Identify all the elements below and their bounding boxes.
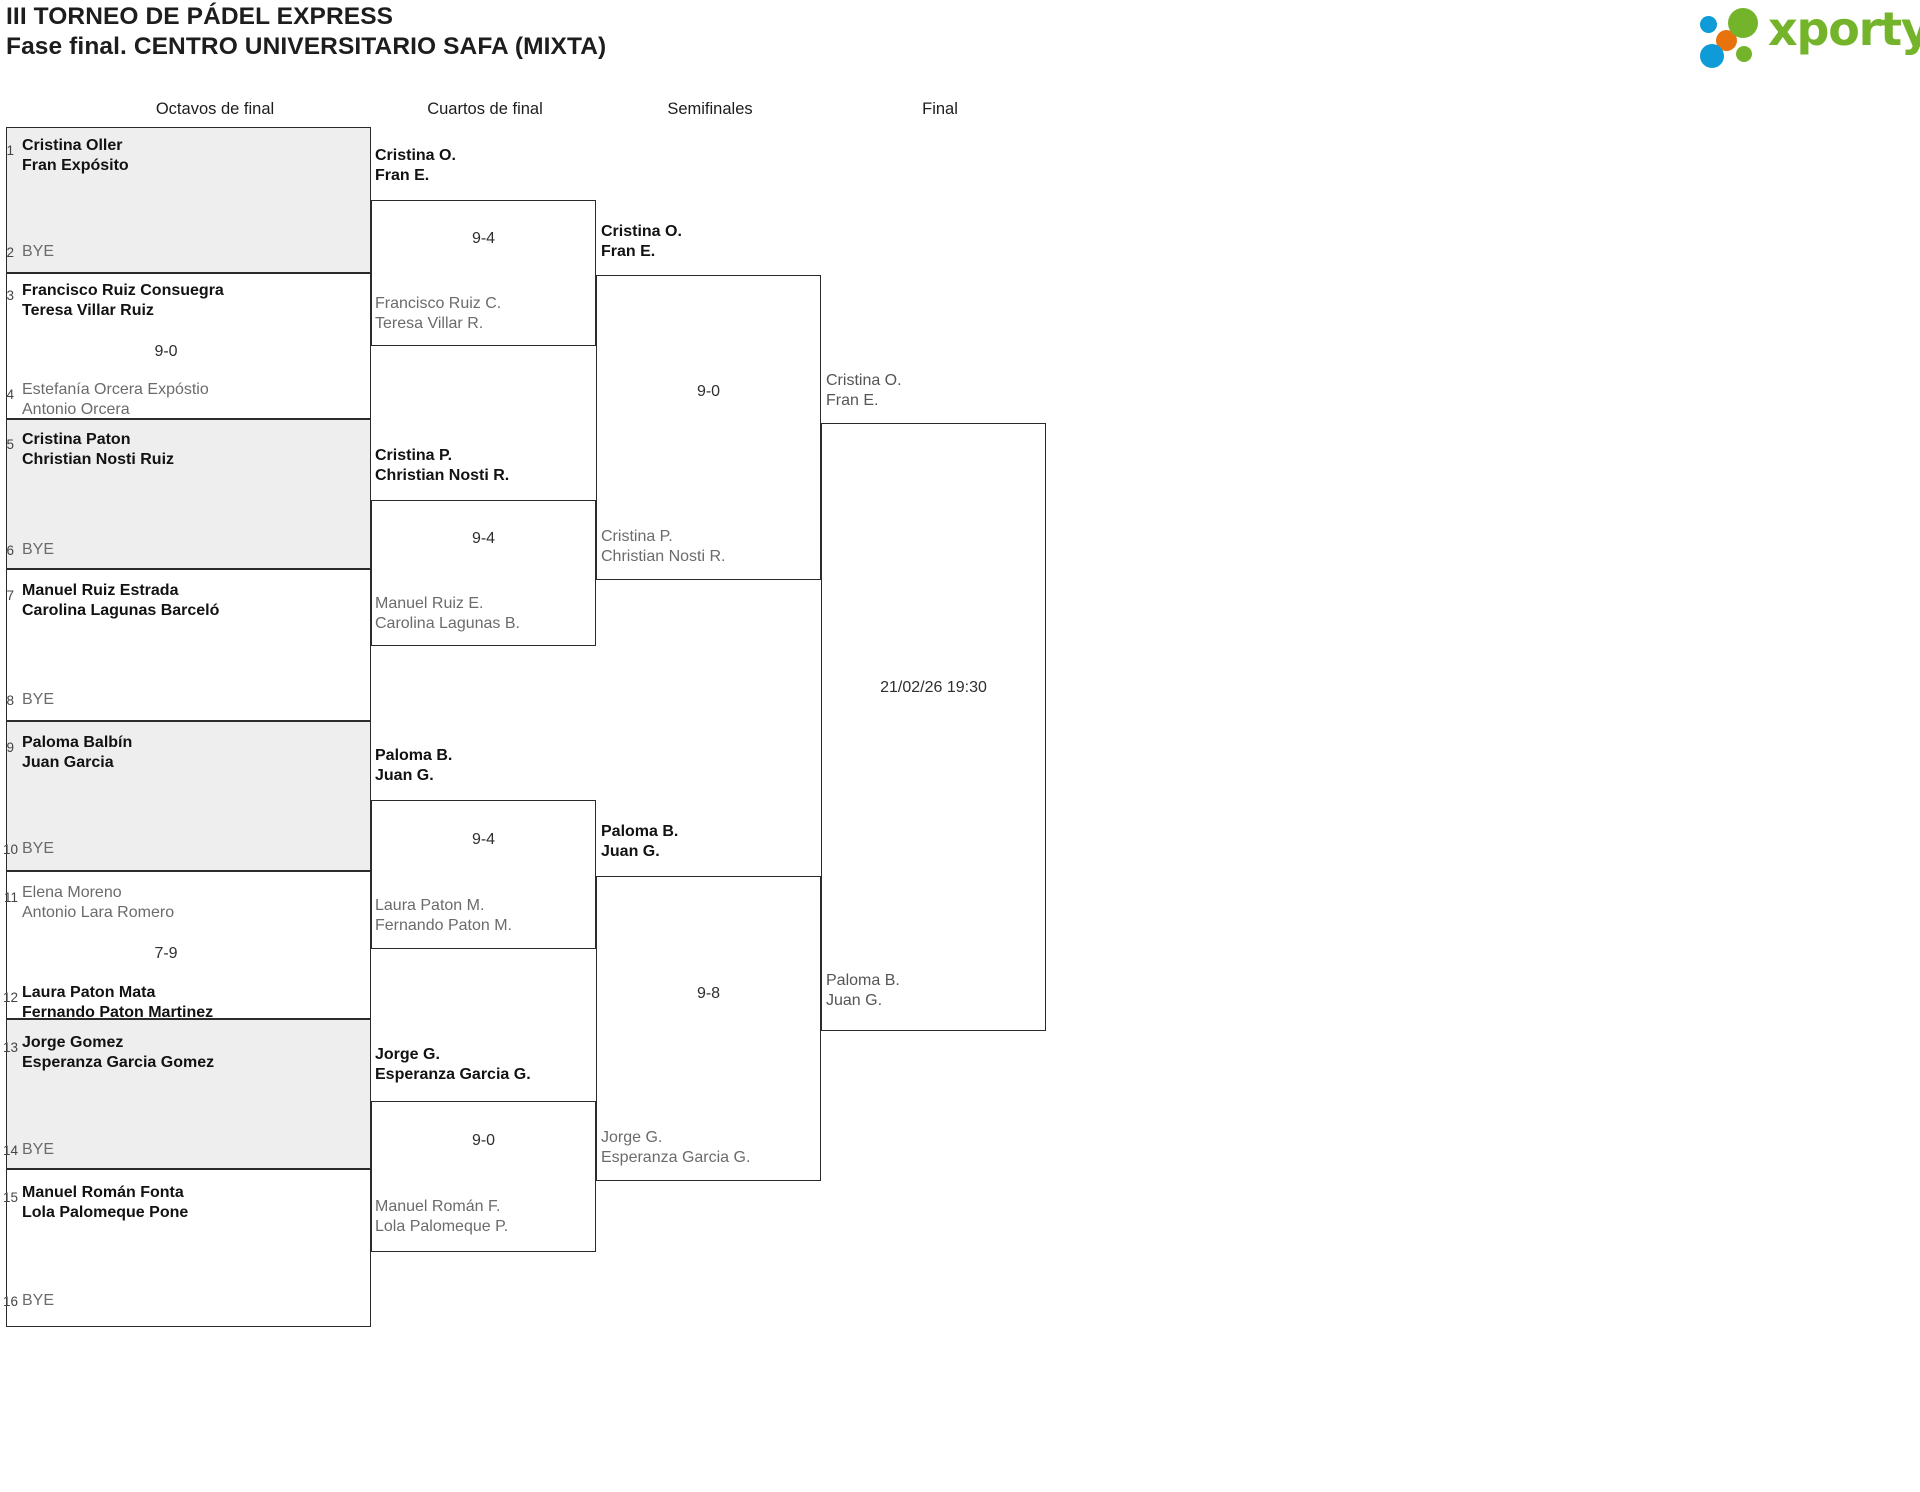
team-entry: Francisco Ruiz C.Teresa Villar R. bbox=[375, 295, 502, 332]
round-header-cuartos: Cuartos de final bbox=[427, 100, 543, 118]
team-entry: Jorge G.Esperanza Garcia G. bbox=[601, 1129, 751, 1166]
seed-number: 5 bbox=[6, 437, 14, 452]
match-score: 9-8 bbox=[696, 985, 721, 1002]
seed-number: 15 bbox=[2, 1190, 18, 1205]
seed-number: 3 bbox=[6, 288, 14, 303]
match-slot[interactable] bbox=[6, 419, 371, 569]
logo-dot-green-large bbox=[1728, 8, 1758, 38]
match-slot[interactable] bbox=[596, 275, 821, 580]
seed-number: 14 bbox=[2, 1143, 18, 1158]
team-entry: Jorge G.Esperanza Garcia G. bbox=[375, 1046, 531, 1083]
seed-number: 11 bbox=[3, 890, 18, 905]
match-slot[interactable] bbox=[6, 721, 371, 871]
match-score: 9-0 bbox=[154, 343, 178, 360]
match-slot[interactable] bbox=[6, 1019, 371, 1169]
logo-dot-blue-small bbox=[1700, 16, 1717, 33]
match-score: 9-4 bbox=[471, 230, 496, 247]
match-score: 9-0 bbox=[471, 1132, 496, 1149]
match-score: 9-4 bbox=[471, 530, 496, 547]
logo-wordmark: xporty bbox=[1768, 2, 1920, 56]
team-entry: Cristina O.Fran E. bbox=[601, 223, 682, 260]
team-entry: Cristina P.Christian Nosti R. bbox=[601, 528, 726, 565]
team-entry: BYE bbox=[22, 1292, 55, 1309]
match-slot[interactable] bbox=[6, 569, 371, 721]
team-entry: Cristina P.Christian Nosti R. bbox=[375, 447, 510, 484]
match-score: 9-4 bbox=[471, 831, 496, 848]
team-entry: Paloma B.Juan G. bbox=[601, 823, 679, 860]
final-match-datetime: 21/02/26 19:30 bbox=[880, 679, 987, 696]
team-entry: BYE bbox=[22, 691, 55, 708]
match-slot[interactable] bbox=[6, 1169, 371, 1327]
logo-dot-blue-large bbox=[1700, 44, 1724, 68]
seed-number: 10 bbox=[2, 842, 18, 857]
match-slot[interactable] bbox=[371, 500, 596, 646]
seed-number: 16 bbox=[2, 1294, 18, 1309]
team-entry: Paloma B.Juan G. bbox=[375, 747, 453, 784]
header-title-block: III TORNEO DE PÁDEL EXPRESS Fase final. … bbox=[6, 2, 606, 62]
team-entry: BYE bbox=[22, 840, 55, 857]
team-entry: BYE bbox=[22, 541, 55, 558]
seed-number: 2 bbox=[6, 245, 14, 260]
tournament-title: III TORNEO DE PÁDEL EXPRESS bbox=[6, 3, 394, 30]
tournament-subtitle: Fase final. CENTRO UNIVERSITARIO SAFA (M… bbox=[6, 33, 607, 60]
match-score: 9-0 bbox=[696, 383, 721, 400]
team-entry: BYE bbox=[22, 1141, 55, 1158]
team-entry: Laura Paton M.Fernando Paton M. bbox=[375, 897, 512, 934]
seed-number: 13 bbox=[2, 1040, 18, 1055]
match-slot[interactable] bbox=[371, 200, 596, 346]
round-header-octavos: Octavos de final bbox=[155, 100, 275, 118]
seed-number: 9 bbox=[6, 740, 14, 755]
team-entry: Manuel Román F.Lola Palomeque P. bbox=[375, 1198, 509, 1235]
match-slot[interactable] bbox=[6, 871, 371, 1019]
team-entry: BYE bbox=[22, 243, 55, 260]
logo-dot-orange bbox=[1716, 30, 1737, 51]
seed-number: 12 bbox=[2, 990, 18, 1005]
seed-number: 4 bbox=[6, 387, 14, 402]
match-score: 7-9 bbox=[154, 945, 178, 962]
match-slot[interactable] bbox=[371, 800, 596, 949]
match-slot[interactable] bbox=[6, 273, 371, 419]
seed-number: 7 bbox=[6, 588, 14, 603]
logo-dot-green-small bbox=[1736, 46, 1752, 62]
match-slot[interactable] bbox=[371, 1101, 596, 1252]
team-entry: Cristina O.Fran E. bbox=[375, 147, 456, 184]
seed-number: 6 bbox=[6, 543, 14, 558]
seed-number: 8 bbox=[6, 693, 14, 708]
match-slot[interactable] bbox=[6, 127, 371, 273]
team-entry: Cristina O.Fran E. bbox=[826, 372, 902, 409]
match-slot[interactable] bbox=[596, 876, 821, 1181]
team-entry: Paloma B.Juan G. bbox=[826, 972, 900, 1009]
seed-number: 1 bbox=[6, 143, 14, 158]
round-header-semifinales: Semifinales bbox=[667, 100, 753, 118]
xporty-logo[interactable]: xporty bbox=[1700, 3, 1920, 68]
round-header-final: Final bbox=[922, 100, 958, 118]
team-entry: Manuel Ruiz E.Carolina Lagunas B. bbox=[375, 595, 520, 632]
match-slot[interactable] bbox=[821, 423, 1046, 1031]
